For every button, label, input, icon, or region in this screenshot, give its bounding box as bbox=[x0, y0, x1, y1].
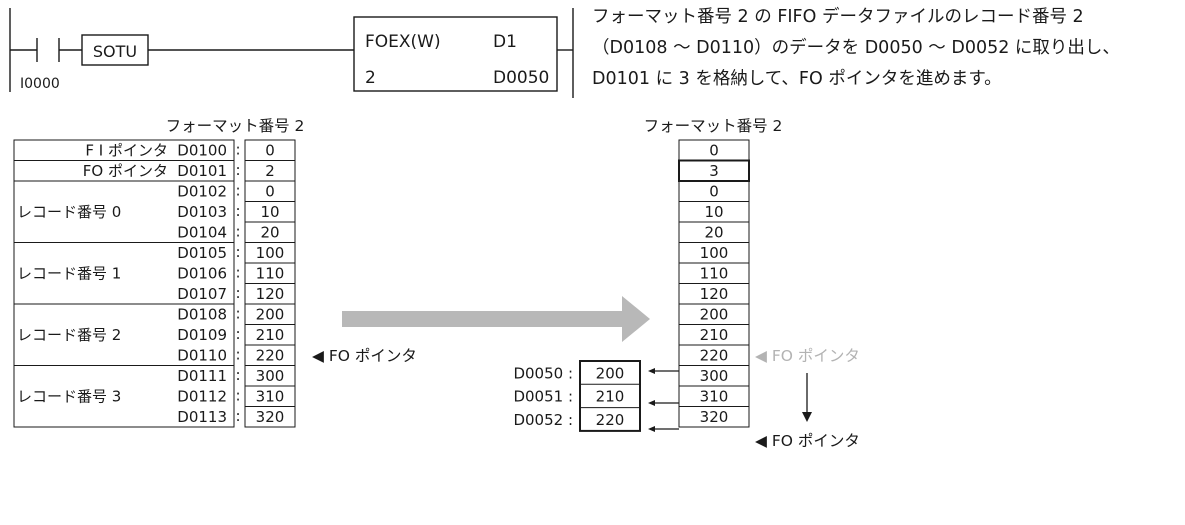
output-address: D0050 : bbox=[513, 364, 573, 382]
instruction-box bbox=[353, 16, 558, 92]
description-line-3: D0101 に 3 を格納して、FO ポインタを進めます。 bbox=[592, 69, 1002, 89]
instruction-description: フォーマット番号 2 の FIFO データファイルのレコード番号 2 （D010… bbox=[592, 2, 1182, 95]
right-value: 210 bbox=[700, 326, 729, 344]
right-value: 320 bbox=[700, 408, 729, 426]
transfer-arrow bbox=[342, 296, 650, 342]
right-value: 0 bbox=[709, 142, 719, 160]
left-value: 100 bbox=[256, 244, 285, 262]
right-value: 20 bbox=[704, 224, 723, 242]
address-colon: : bbox=[235, 305, 240, 323]
left-value: 310 bbox=[256, 388, 285, 406]
right-value: 220 bbox=[700, 347, 729, 365]
output-value: 220 bbox=[596, 411, 625, 429]
contact-label: SOTU bbox=[93, 42, 137, 61]
left-address: D0102 bbox=[177, 183, 227, 201]
output-value: 210 bbox=[596, 388, 625, 406]
left-address: D0100 bbox=[177, 142, 227, 160]
right-value: 110 bbox=[700, 265, 729, 283]
pointer-label: F I ポインタ bbox=[85, 142, 168, 160]
left-value: 200 bbox=[256, 306, 285, 324]
record-label: レコード番号 1 bbox=[17, 265, 121, 283]
address-colon: : bbox=[235, 387, 240, 405]
right-new-fo-pointer-label: ◀ FO ポインタ bbox=[755, 432, 860, 450]
left-address: D0111 bbox=[177, 367, 227, 385]
output-address: D0052 : bbox=[513, 411, 573, 429]
right-value: 3 bbox=[709, 162, 719, 180]
left-value: 20 bbox=[260, 224, 279, 242]
description-line-2: （D0108 ～ D0110）のデータを D0050 ～ D0052 に取り出し… bbox=[592, 38, 1120, 58]
right-value: 100 bbox=[700, 244, 729, 262]
updated-pointer-cell bbox=[678, 159, 750, 182]
address-colon: : bbox=[235, 223, 240, 241]
pointer-label: FO ポインタ bbox=[83, 162, 168, 180]
left-value: 10 bbox=[260, 203, 279, 221]
left-address: D0113 bbox=[177, 408, 227, 426]
ladder-rung bbox=[9, 8, 574, 98]
address-colon: : bbox=[235, 161, 240, 179]
copy-arrow-1-head bbox=[648, 368, 655, 374]
right-old-fo-pointer-label: ◀ FO ポインタ bbox=[755, 347, 860, 365]
copy-arrows bbox=[648, 368, 679, 432]
left-value: 110 bbox=[256, 265, 285, 283]
left-value: 300 bbox=[256, 367, 285, 385]
left-label-column bbox=[13, 139, 235, 428]
left-value: 0 bbox=[265, 142, 275, 160]
record-label: レコード番号 2 bbox=[17, 326, 121, 344]
right-value: 300 bbox=[700, 367, 729, 385]
left-address: D0108 bbox=[177, 306, 227, 324]
output-value: 200 bbox=[596, 364, 625, 382]
instruction-operand-dest: D0050 bbox=[493, 68, 549, 88]
right-table: 0 3 0 10 20 100 110 120 200 210 220 300 310 320 bbox=[678, 139, 750, 428]
record-label: レコード番号 0 bbox=[17, 203, 121, 221]
left-table-title: フォーマット番号 2 bbox=[166, 117, 305, 135]
address-colon: : bbox=[235, 202, 240, 220]
address-colon: : bbox=[235, 346, 240, 364]
left-address: D0104 bbox=[177, 224, 227, 242]
address-colon: : bbox=[235, 264, 240, 282]
copy-arrow-3-head bbox=[648, 426, 655, 432]
left-value: 0 bbox=[265, 183, 275, 201]
left-address: D0112 bbox=[177, 388, 227, 406]
left-address: D0109 bbox=[177, 326, 227, 344]
right-value: 120 bbox=[700, 285, 729, 303]
left-fo-pointer-label: ◀ FO ポインタ bbox=[312, 347, 417, 365]
address-colon: : bbox=[235, 284, 240, 302]
left-address: D0110 bbox=[177, 347, 227, 365]
right-value: 10 bbox=[704, 203, 723, 221]
address-colon: : bbox=[235, 407, 240, 425]
left-value: 2 bbox=[265, 162, 275, 180]
left-address: D0106 bbox=[177, 265, 227, 283]
instruction-operand-format: 2 bbox=[365, 68, 376, 88]
left-value: 320 bbox=[256, 408, 285, 426]
instruction-name: FOEX(W) bbox=[365, 32, 441, 52]
left-address: D0105 bbox=[177, 244, 227, 262]
instruction-operand-d1: D1 bbox=[493, 32, 517, 52]
copy-arrow-2-head bbox=[648, 400, 655, 406]
left-address: D0103 bbox=[177, 203, 227, 221]
right-value: 200 bbox=[700, 306, 729, 324]
left-table: D0100:0D0101:2D0102:0D0103:10D0104:20D01… bbox=[13, 139, 296, 428]
address-colon: : bbox=[235, 243, 240, 261]
left-address: D0107 bbox=[177, 285, 227, 303]
address-colon: : bbox=[235, 141, 240, 159]
right-value: 0 bbox=[709, 183, 719, 201]
right-table-title: フォーマット番号 2 bbox=[644, 117, 783, 135]
description-line-1: フォーマット番号 2 の FIFO データファイルのレコード番号 2 bbox=[592, 7, 1084, 27]
record-label: レコード番号 3 bbox=[17, 388, 121, 406]
left-value: 220 bbox=[256, 347, 285, 365]
address-colon: : bbox=[235, 366, 240, 384]
right-value: 310 bbox=[700, 388, 729, 406]
output-address: D0051 : bbox=[513, 388, 573, 406]
address-colon: : bbox=[235, 325, 240, 343]
output-value-column bbox=[579, 360, 641, 432]
address-colon: : bbox=[235, 182, 240, 200]
pointer-move-arrow-head bbox=[802, 412, 812, 422]
left-value: 210 bbox=[256, 326, 285, 344]
left-value: 120 bbox=[256, 285, 285, 303]
contact-address: I0000 bbox=[20, 76, 60, 92]
left-address: D0101 bbox=[177, 162, 227, 180]
